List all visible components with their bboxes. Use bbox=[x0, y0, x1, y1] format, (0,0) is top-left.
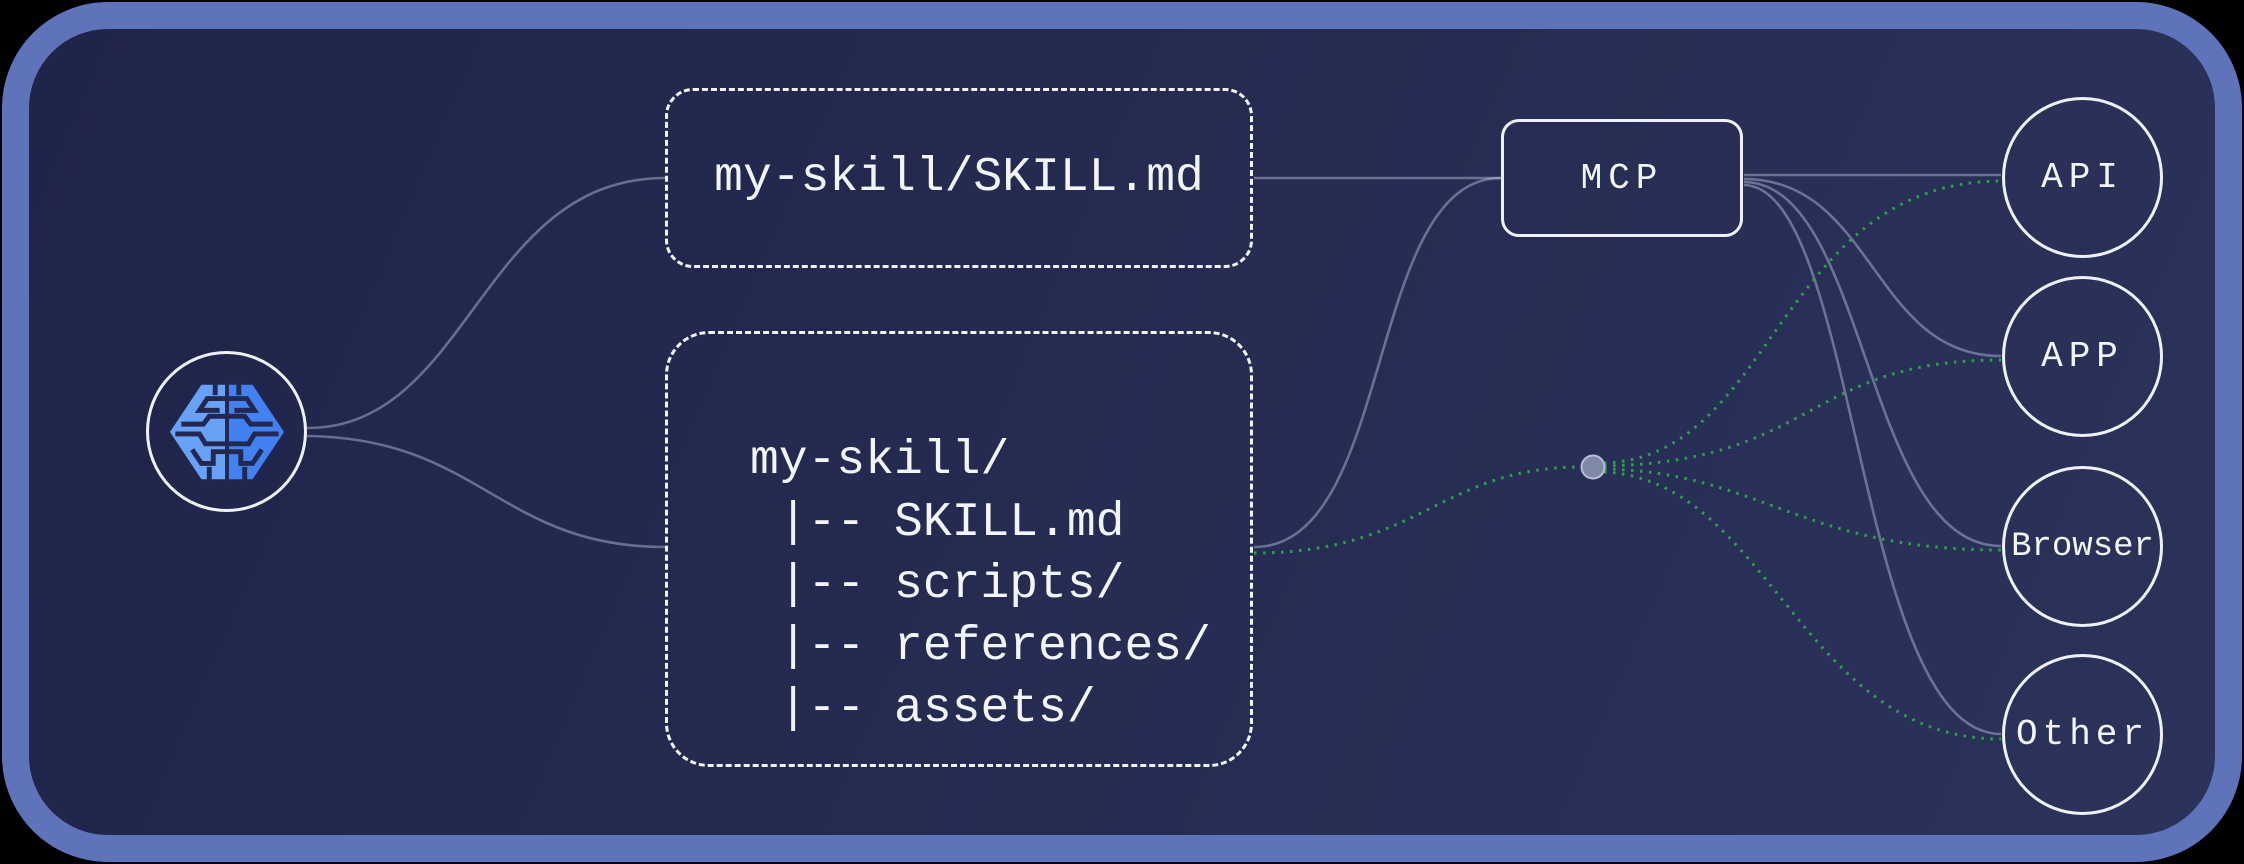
edge-junction-api bbox=[1603, 179, 2002, 465]
skill-file-box: my-skill/SKILL.md bbox=[665, 88, 1253, 268]
tree-line: |-- scripts/ bbox=[750, 558, 1125, 612]
tree-line: |-- assets/ bbox=[750, 682, 1096, 736]
edge-agent-skillfile bbox=[306, 176, 666, 430]
edge-mcp-app bbox=[1743, 177, 2002, 358]
tree-line: |-- references/ bbox=[750, 620, 1211, 674]
edge-skilltree-mcp bbox=[1253, 176, 1502, 549]
edge-junction-browser bbox=[1603, 467, 2002, 552]
endpoint-label-api: API bbox=[2041, 157, 2124, 198]
junction-dot bbox=[1580, 454, 1606, 480]
brain-icon bbox=[169, 381, 284, 482]
tree-line: |-- SKILL.md bbox=[750, 496, 1125, 550]
endpoint-label-browser: Browser bbox=[2011, 527, 2154, 566]
tree-line: my-skill/ bbox=[750, 434, 1010, 488]
endpoint-circle-browser: Browser bbox=[2002, 466, 2163, 627]
agent-node bbox=[146, 351, 307, 512]
edge-agent-skilltree bbox=[306, 434, 666, 549]
endpoint-circle-other: Other bbox=[2002, 654, 2163, 815]
skill-file-label: my-skill/SKILL.md bbox=[714, 151, 1204, 205]
endpoint-label-app: APP bbox=[2041, 336, 2124, 377]
edge-junction-app bbox=[1603, 358, 2002, 468]
edge-mcp-other bbox=[1743, 183, 2002, 736]
endpoint-circle-app: APP bbox=[2002, 276, 2163, 437]
edge-junction-other bbox=[1603, 470, 2002, 741]
edge-mcp-browser bbox=[1743, 180, 2002, 548]
edge-skilltree-junction bbox=[1253, 465, 1583, 555]
endpoint-label-other: Other bbox=[2015, 714, 2150, 755]
mcp-label: MCP bbox=[1580, 157, 1664, 199]
endpoint-circle-api: API bbox=[2002, 97, 2163, 258]
skill-tree-box: my-skill/ |-- SKILL.md |-- scripts/ |-- … bbox=[665, 331, 1253, 767]
mcp-box: MCP bbox=[1501, 119, 1743, 237]
